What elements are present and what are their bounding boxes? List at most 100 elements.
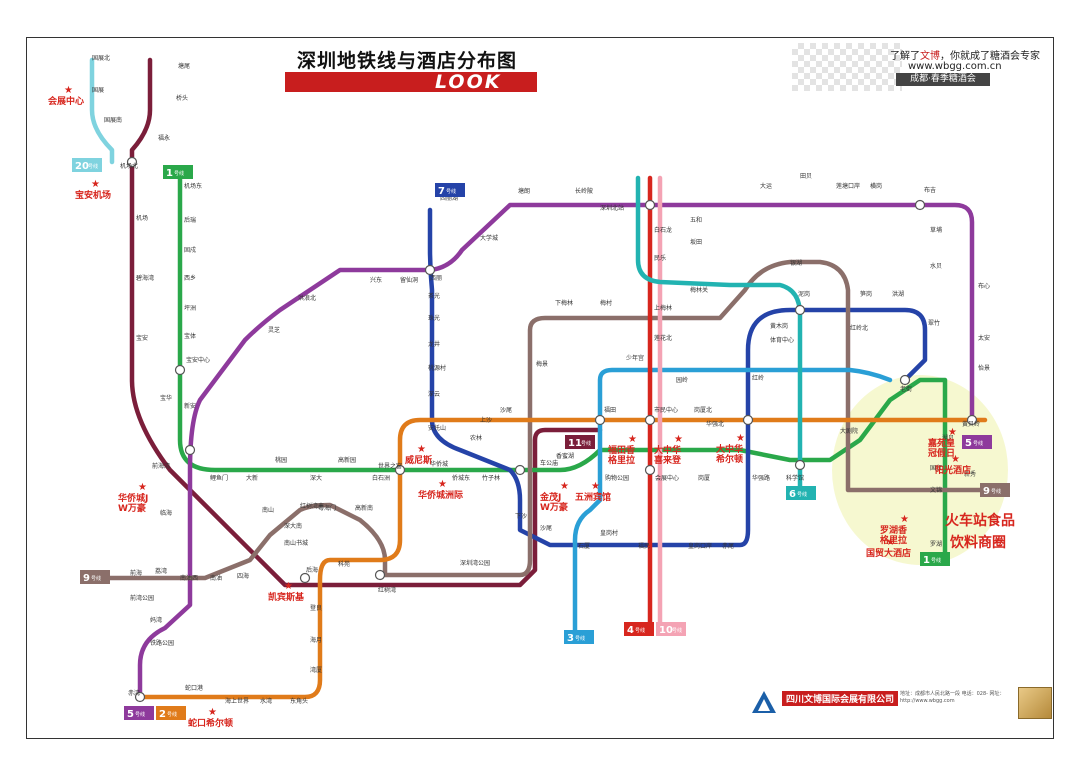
- station-label-qianwangongyuan[interactable]: 前湾公园: [130, 594, 154, 602]
- station-label-tangwei[interactable]: 塘尾: [178, 62, 190, 70]
- hotel-kempinski-label[interactable]: 凯宾斯基: [268, 591, 305, 603]
- station-label-chiwei[interactable]: 赤尾: [722, 543, 734, 550]
- station-label-luohu[interactable]: 罗湖: [930, 540, 942, 548]
- line-1[interactable]: [177, 175, 948, 558]
- station-label-yuanling[interactable]: 园岭: [676, 376, 688, 384]
- line-9[interactable]: [97, 259, 988, 581]
- hotel-jiayuan-label[interactable]: 嘉苑皇冠假日: [927, 437, 955, 459]
- station-label-liwan[interactable]: 荔湾: [155, 567, 167, 575]
- station-label-daxuecheng[interactable]: 大学城: [480, 234, 498, 242]
- station-label-qiaochengdong[interactable]: 侨城东: [452, 474, 470, 482]
- station-dot-buji[interactable]: [914, 199, 926, 211]
- station-label-nonglin[interactable]: 农林: [470, 434, 482, 442]
- brand-url[interactable]: www.wbgg.com.cn: [908, 61, 1002, 72]
- station-label-chiwan[interactable]: 赤湾: [128, 689, 140, 697]
- station-label-henggang[interactable]: 横岗: [870, 182, 882, 190]
- station-label-hongshuwannan[interactable]: 红树湾南: [300, 502, 324, 510]
- station-label-meijing[interactable]: 梅景: [536, 360, 548, 368]
- station-label-meilinguan[interactable]: 梅林关: [690, 286, 708, 294]
- station-label-gangxia[interactable]: 岗厦: [698, 475, 710, 482]
- station-label-jichang[interactable]: 机场: [136, 214, 148, 222]
- hotel-dazhonghua-hilton-label[interactable]: 大中华希尔顿: [716, 443, 743, 465]
- hotel-oct-intercon-label[interactable]: 华侨城洲际: [418, 489, 463, 501]
- station-label-daxin[interactable]: 大新: [246, 474, 258, 482]
- station-dot-xili[interactable]: [424, 264, 436, 276]
- station-label-huanggangcun[interactable]: 皇岗村: [600, 529, 618, 537]
- station-label-shenyun[interactable]: 深云: [428, 390, 440, 398]
- station-label-nanshanshucheng[interactable]: 南山书城: [284, 539, 308, 547]
- station-dot-shiminzhongxin[interactable]: [644, 414, 656, 426]
- station-label-xixiang[interactable]: 西乡: [184, 275, 196, 282]
- station-label-dajuyuan[interactable]: 大剧院: [840, 427, 858, 435]
- station-label-antuoshan[interactable]: 安托山: [428, 424, 446, 432]
- hotel-guomao-label[interactable]: 国贸大酒店: [866, 547, 911, 559]
- station-label-honglingbei[interactable]: 红岭北: [850, 324, 868, 332]
- station-dot-liuyue[interactable]: [794, 304, 806, 316]
- station-label-zhuguang[interactable]: 珠光: [428, 314, 440, 322]
- station-dot-huangbeiling[interactable]: [966, 414, 978, 426]
- station-label-gangxiabei[interactable]: 岗厦北: [694, 406, 712, 414]
- station-label-taian[interactable]: 太安: [978, 334, 990, 342]
- station-label-shaonianggong[interactable]: 少年宫: [626, 354, 644, 362]
- station-label-nigang[interactable]: 泥岗: [798, 290, 810, 298]
- station-label-guomao[interactable]: 国贸: [930, 464, 942, 472]
- station-label-xilihu[interactable]: 西丽湖: [440, 194, 458, 202]
- station-label-mawan[interactable]: 妈湾: [150, 616, 162, 624]
- station-label-hongling[interactable]: 红岭: [752, 374, 764, 382]
- station-label-cuizhu[interactable]: 翠竹: [928, 319, 940, 327]
- line-5[interactable]: [137, 202, 975, 700]
- station-label-huangmugang[interactable]: 黄木岗: [770, 322, 788, 330]
- station-label-houhai[interactable]: 后海: [306, 566, 318, 574]
- station-label-hourui[interactable]: 后瑞: [184, 216, 196, 224]
- station-label-huangbeiling[interactable]: 黄贝岭: [962, 420, 980, 428]
- station-label-shenzhenwangongyuan[interactable]: 深圳湾公园: [460, 559, 490, 567]
- station-label-honglangbei[interactable]: 洪浪北: [298, 294, 316, 302]
- station-label-meicun[interactable]: 梅村: [600, 299, 612, 307]
- station-label-baohua[interactable]: 宝华: [160, 394, 172, 402]
- station-label-wanxia[interactable]: 湾厦: [310, 666, 322, 674]
- station-label-xiameilin[interactable]: 下梅林: [555, 299, 573, 307]
- station-label-liyumen[interactable]: 鲤鱼门: [210, 474, 228, 482]
- station-label-jichangbei[interactable]: 机场北: [120, 162, 138, 170]
- station-label-shawei[interactable]: 沙尾: [500, 407, 512, 414]
- station-dot-laojie[interactable]: [899, 374, 911, 386]
- station-label-bantian[interactable]: 坂田: [690, 238, 702, 246]
- hotel-wuzhou-label[interactable]: 五洲宾馆: [575, 491, 611, 503]
- station-label-changlingpi[interactable]: 长岭陂: [575, 187, 593, 195]
- station-label-qianhai[interactable]: 前海: [130, 569, 142, 577]
- station-label-baoti[interactable]: 宝体: [184, 332, 196, 340]
- station-label-chegongmiao[interactable]: 车公庙: [540, 459, 558, 467]
- station-dot-futian[interactable]: [594, 414, 606, 426]
- station-label-fumin[interactable]: 福民: [638, 542, 650, 550]
- station-label-bihaiwan[interactable]: 碧海湾: [136, 274, 154, 282]
- station-dot-shijiezhichuang[interactable]: [394, 464, 406, 476]
- station-label-gaoxinyuan[interactable]: 高新园: [338, 456, 356, 464]
- station-label-xinan[interactable]: 新安: [184, 402, 196, 410]
- station-label-huaqianglu[interactable]: 华强路: [752, 474, 770, 482]
- station-dot-chiwan[interactable]: [134, 691, 146, 703]
- station-dot-kexueguan[interactable]: [794, 459, 806, 471]
- station-label-shixia[interactable]: 石厦: [578, 543, 590, 550]
- station-label-hongshuwan[interactable]: 红树湾: [378, 586, 396, 594]
- station-label-caopu[interactable]: 草埔: [930, 226, 942, 234]
- hotel-yangguang-label[interactable]: 阳光酒店: [935, 464, 971, 476]
- hotel-venice-label[interactable]: 威尼斯: [405, 454, 432, 466]
- line-2[interactable]: [137, 417, 988, 700]
- station-label-qianhaiwan[interactable]: 前海湾: [152, 462, 170, 470]
- station-label-guozhanbei[interactable]: 国展北: [92, 54, 110, 62]
- station-label-liantangkouan[interactable]: 莲塘口岸: [836, 182, 860, 190]
- station-dot-huizhanzhongxin[interactable]: [644, 464, 656, 476]
- station-label-minle[interactable]: 民乐: [654, 255, 666, 262]
- station-label-pingzhou[interactable]: 坪洲: [184, 304, 196, 312]
- station-dot-hongshuwan[interactable]: [374, 569, 386, 581]
- station-label-gushu[interactable]: 固戍: [184, 246, 196, 254]
- station-label-shijiezhichuang[interactable]: 世界之窗: [378, 462, 402, 470]
- hotel-futian-shangri-label[interactable]: 福田香格里拉: [607, 444, 636, 466]
